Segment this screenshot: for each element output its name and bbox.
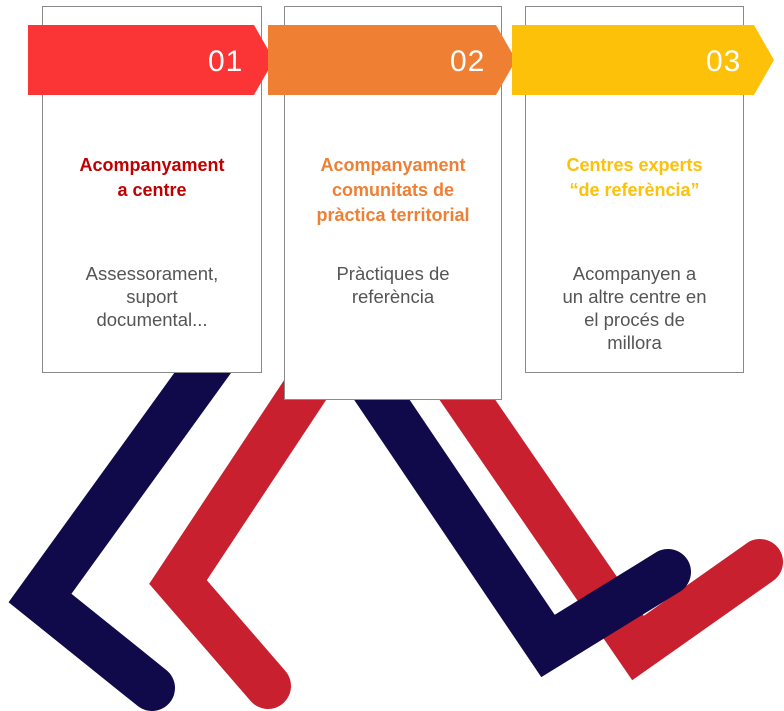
step-3-desc-line-2: un altre centre en [562,286,707,307]
step-3-title-line-1: Centres experts [566,155,703,175]
step-3-description: Acompanyen a un altre centre en el procé… [526,262,743,354]
step-3-title: Centres experts “de referència” [526,153,743,203]
step-3-desc-line-4: millora [607,332,662,353]
step-2-desc-line-2: referència [351,286,435,307]
step-1-number: 01 [208,45,244,78]
red-swoosh-right [417,337,783,681]
step-1-desc-line-3: documental... [96,309,208,330]
step-1-description: Assessorament, suport documental... [43,262,261,331]
step-2-title: Acompanyament comunitats de pràctica ter… [285,153,501,228]
red-swoosh-left [149,337,348,709]
step-2-title-line-1: Acompanyament [320,155,466,175]
step-1-title-line-2: a centre [117,180,187,200]
step-3-desc-line-3: el procés de [584,309,685,330]
step-3-desc-line-1: Acompanyen a [572,263,697,284]
step-3-number: 03 [706,45,742,78]
step-2-title-line-3: pràctica territorial [316,205,470,225]
arrow-shape-2 [268,25,516,95]
step-3-title-line-2: “de referència” [569,180,700,200]
navy-swoosh-right [332,337,691,678]
step-2-arrow: 02 [268,25,516,95]
step-1-title: Acompanyament a centre [43,153,261,203]
step-1-desc-line-1: Assessorament, [85,263,219,284]
step-1-desc-line-2: suport [126,286,178,307]
step-1-title-line-1: Acompanyament [79,155,225,175]
step-2-number: 02 [450,45,486,78]
arrow-shape-1 [28,25,274,95]
step-2-title-line-2: comunitats de [331,180,455,200]
step-1-arrow: 01 [28,25,274,95]
step-2-desc-line-1: Pràctiques de [336,263,450,284]
step-2-description: Pràctiques de referència [285,262,501,308]
navy-swoosh-left [8,337,235,711]
step-3-arrow: 03 [512,25,774,95]
arrow-shape-3 [512,25,774,95]
